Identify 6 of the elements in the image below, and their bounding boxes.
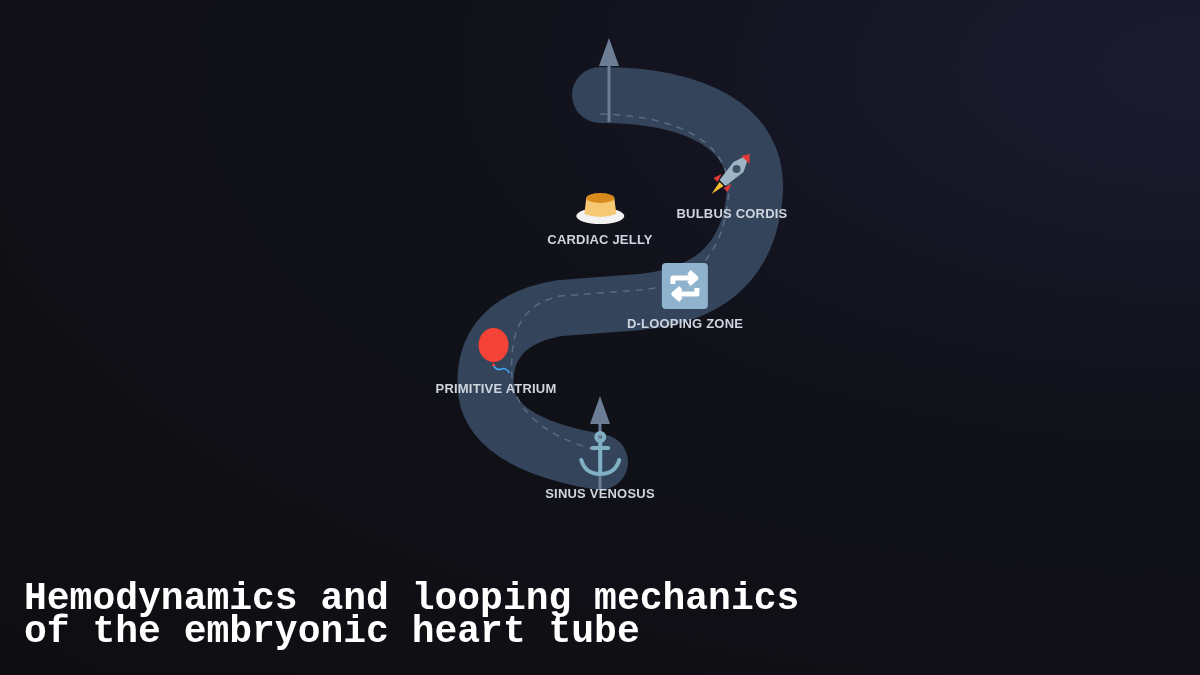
node-label: SINUS VENOSUS <box>545 486 655 501</box>
title: Hemodynamics and looping mechanics of the embryonic heart tube <box>24 582 801 648</box>
node-label: CARDIAC JELLY <box>547 232 653 247</box>
node-label: BULBUS CORDIS <box>676 206 788 221</box>
node-label: PRIMITIVE ATRIUM <box>435 381 557 396</box>
node-label: D-LOOPING ZONE <box>626 316 744 331</box>
